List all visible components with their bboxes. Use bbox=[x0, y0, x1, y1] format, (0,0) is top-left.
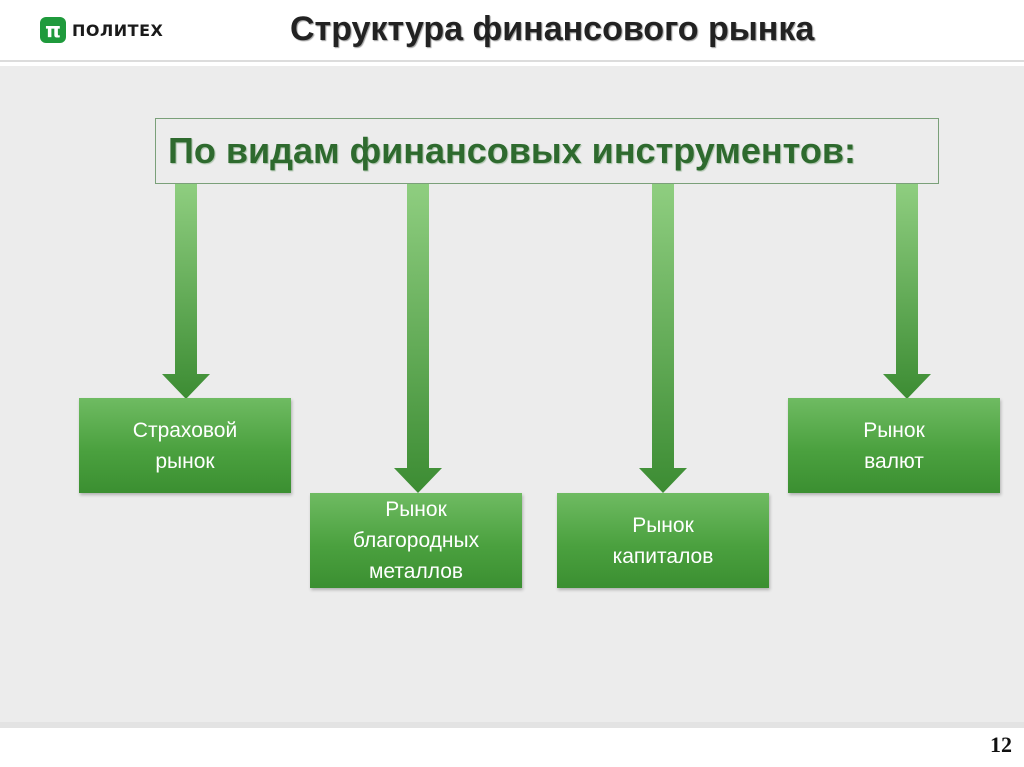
category-box: По видам финансовых инструментов: bbox=[155, 118, 939, 184]
diagram-box: Рынок валют bbox=[788, 398, 1000, 493]
category-label: По видам финансовых инструментов: bbox=[168, 130, 856, 171]
arrow-down-icon bbox=[639, 184, 687, 493]
page-number: 12 bbox=[990, 732, 1012, 757]
box-label: Рынок валют bbox=[863, 418, 925, 473]
logo: π ПОЛИТЕХ bbox=[40, 17, 163, 43]
arrow-down-icon bbox=[394, 184, 442, 493]
footer-divider bbox=[0, 722, 1024, 728]
box-label: Страховой рынок bbox=[132, 418, 238, 473]
pi-logo-icon: π bbox=[40, 17, 66, 43]
logo-text: ПОЛИТЕХ bbox=[72, 20, 164, 40]
arrow-down-icon bbox=[162, 184, 210, 399]
arrow-down-icon bbox=[883, 184, 931, 399]
diagram-box: Рынок благородных металлов bbox=[310, 493, 522, 588]
header: π ПОЛИТЕХ Структура финансового рынка bbox=[0, 0, 1024, 62]
diagram-box: Рынок капиталов bbox=[557, 493, 769, 588]
box-label: Рынок капиталов bbox=[612, 513, 714, 568]
box-label: Рынок благородных металлов bbox=[352, 498, 480, 583]
diagram-box: Страховой рынок bbox=[79, 398, 291, 493]
slide-title: Структура финансового рынка bbox=[290, 10, 815, 48]
